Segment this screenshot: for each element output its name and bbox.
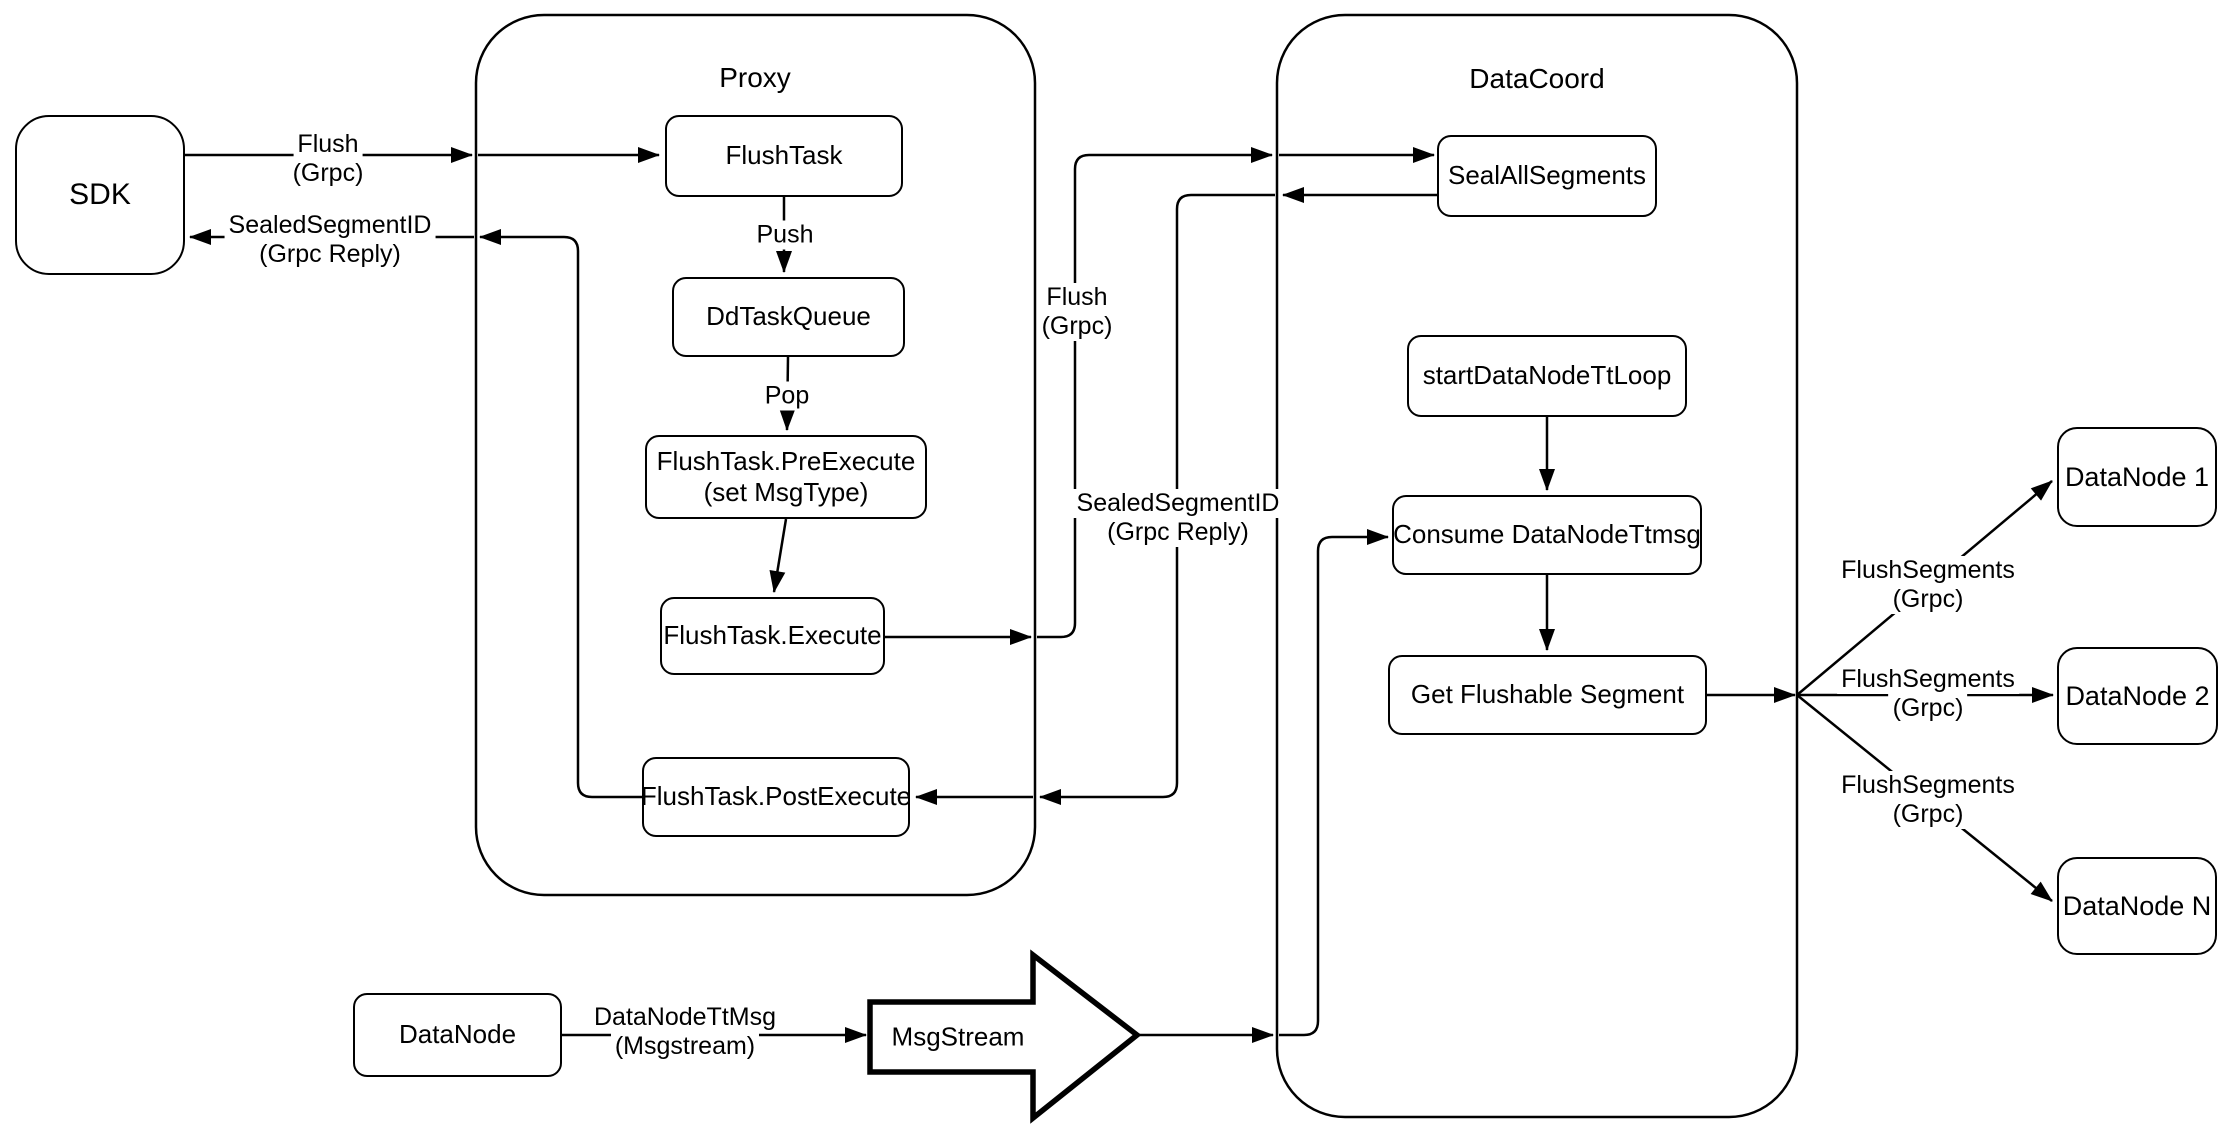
edge-label-sealedsegmentid-reply-out: SealedSegmentID (Grpc Reply) [224,211,436,269]
edge-label-flush-grpc-out: Flush (Grpc) [288,130,368,188]
edge-msgstream-up-to-consume [1279,529,1389,1037]
node-sealallsegments: SealAllSegments [1437,135,1657,217]
proxy-container-title: Proxy [719,62,791,93]
node-ddtaskqueue: DdTaskQueue [672,277,905,357]
edge-preexecute-to-execute [769,518,788,593]
edge-label-pop: Pop [760,381,814,411]
node-startdatanodettloop: startDataNodeTtLoop [1407,335,1687,417]
node-datanode-2: DataNode 2 [2057,647,2218,745]
datacoord-container [1275,13,1799,1119]
edge-label-flushsegments-1: FlushSegments (Grpc) [1837,556,2019,614]
edge-label-flush-grpc-mid: Flush (Grpc) [1037,283,1117,341]
datacoord-container-title: DataCoord [1469,63,1605,94]
edge-reply-postexecute-to-proxy-border [479,229,642,799]
node-sdk: SDK [15,115,185,275]
node-datanode-n: DataNode N [2057,857,2217,955]
edge-label-sealedsegmentid-reply-mid: SealedSegmentID (Grpc Reply) [1072,489,1284,547]
edge-label-push: Push [752,220,818,250]
node-flushtask-preexecute: FlushTask.PreExecute (set MsgType) [645,435,927,519]
msgstream-block-arrow [867,949,1142,1124]
edge-label-datanodettmsg: DataNodeTtMsg (Msgstream) [589,1003,781,1061]
proxy-container [474,13,1037,897]
node-flushtask-execute: FlushTask.Execute [660,597,885,675]
edge-flush-up-to-datacoord-border [1037,147,1273,639]
node-flushtask: FlushTask [665,115,903,197]
node-datanode-1: DataNode 1 [2057,427,2217,527]
node-flushtask-postexecute: FlushTask.PostExecute [641,757,911,837]
node-consume-datanodettmsg: Consume DataNodeTtmsg [1392,495,1702,575]
msgstream-label: MsgStream [891,1021,1025,1052]
node-get-flushable-segment: Get Flushable Segment [1388,655,1707,735]
edge-label-flushsegments-2: FlushSegments (Grpc) [1837,665,2019,723]
edge-label-flushsegments-3: FlushSegments (Grpc) [1837,771,2019,829]
node-datanode: DataNode [353,993,562,1077]
